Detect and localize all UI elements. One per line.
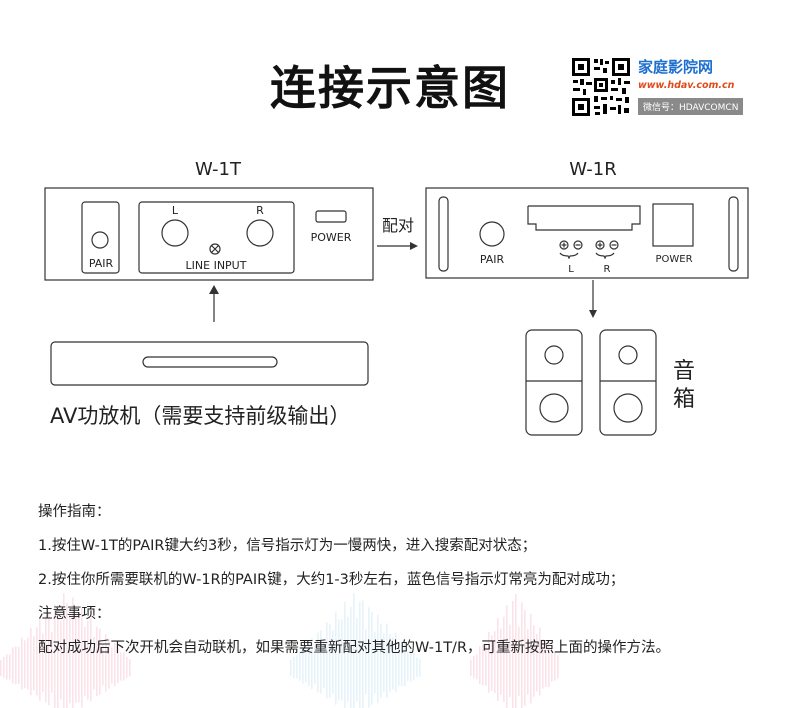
notes-heading: 注意事项： (38, 606, 111, 622)
brand-url: www.hdav.com.cn (638, 80, 735, 91)
transmitter-name: W-1T (195, 159, 242, 180)
transmitter-pair-button-frame (81, 201, 120, 274)
amplifier-body (50, 341, 369, 386)
transmitter-pair-label: PAIR (89, 257, 114, 270)
receiver-name: W-1R (569, 159, 617, 180)
power-port-icon (315, 210, 347, 223)
receiver-pair-button (479, 221, 505, 247)
instruction-step-1: 1.按住W-1T的PAIR键大约3秒，信号指示灯为一慢两快，进入搜索配对状态； (38, 538, 537, 554)
receiver-power-button (652, 203, 694, 247)
receiver-right-label: R (604, 264, 611, 275)
speaker-left (525, 329, 583, 436)
speaker-right (599, 329, 657, 436)
receiver-right-rail (728, 196, 739, 272)
transmitter-left-label: L (172, 204, 179, 217)
page-title: 连接示意图 (270, 61, 510, 115)
amplifier-slot (142, 356, 278, 368)
qr-code-icon (570, 56, 632, 118)
left-terminal-brace (559, 252, 579, 260)
brand-block: 家庭影院网 www.hdav.com.cn 微信号：HDAVCOMCN (570, 56, 744, 118)
pairing-label: 配对 (382, 216, 414, 235)
receiver-power-label: POWER (655, 254, 692, 265)
left-input-jack (161, 219, 189, 247)
transmitter-right-label: R (256, 204, 264, 217)
instruction-step-2: 2.按住你所需要联机的W-1R的PAIR键，大约1-3秒左右，蓝色信号指示灯常亮… (38, 572, 625, 588)
brand-wechat-id: 微信号：HDAVCOMCN (638, 98, 744, 115)
line-input-label: LINE INPUT (186, 259, 247, 272)
brand-name: 家庭影院网 (638, 58, 714, 76)
instructions-section: 操作指南： 1.按住W-1T的PAIR键大约3秒，信号指示灯为一慢两快，进入搜索… (38, 503, 778, 673)
instructions-heading: 操作指南： (38, 504, 111, 520)
receiver-pair-label: PAIR (480, 253, 505, 266)
line-input-panel (138, 201, 295, 274)
speakers (525, 329, 657, 436)
right-input-jack (246, 219, 274, 247)
right-terminal-brace (595, 252, 615, 260)
receiver-unit (425, 187, 749, 279)
transmitter-panel (44, 187, 374, 281)
receiver-panel (425, 187, 749, 279)
receiver-display-window (527, 205, 641, 231)
amplifier-label: AV功放机（需要支持前级输出） (50, 404, 350, 428)
av-amplifier (50, 341, 369, 386)
transmitter-unit (44, 187, 374, 281)
speakers-label: 音箱 (673, 359, 695, 412)
input-indicator-led (209, 243, 221, 255)
transmitter-power-label: POWER (311, 231, 352, 244)
note-1: 配对成功后下次开机会自动联机，如果需要重新配对其他的W-1T/R，可重新按照上面… (38, 640, 671, 656)
receiver-left-label: L (568, 264, 574, 275)
receiver-left-rail (438, 196, 449, 272)
transmitter-pair-button (91, 231, 109, 249)
